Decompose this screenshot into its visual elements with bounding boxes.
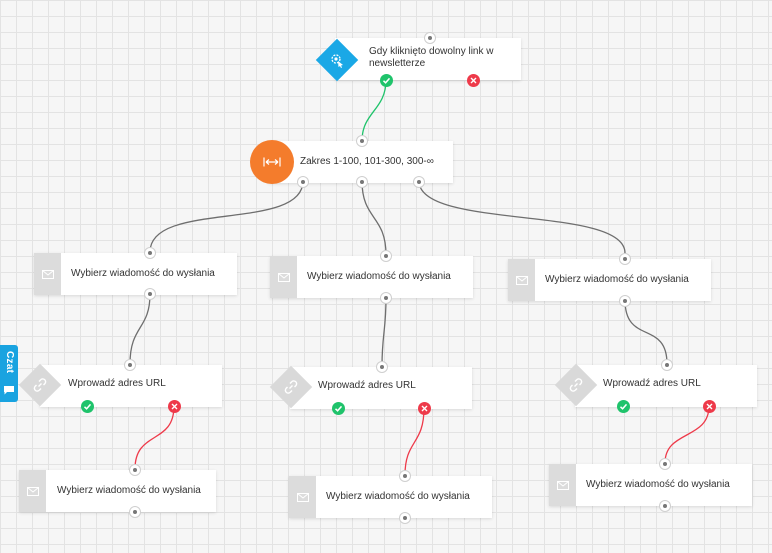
url-2-no-badge[interactable] [418, 402, 431, 415]
send-node-1[interactable]: Wybierz wiadomość do wysłania [34, 253, 237, 295]
range-node[interactable]: Zakres 1-100, 101-300, 300-∞ [268, 141, 453, 183]
send-label: Wybierz wiadomość do wysłania [545, 274, 689, 285]
range-output-port-1[interactable] [298, 177, 308, 187]
envelope-icon [556, 480, 569, 490]
url-1-input-port[interactable] [125, 360, 135, 370]
url-1-no-badge[interactable] [168, 400, 181, 413]
url-1-badge [18, 363, 62, 407]
url-label: Wprowadź adres URL [68, 378, 166, 389]
final-3-output-port[interactable] [660, 501, 670, 511]
final-2-output-port[interactable] [400, 513, 410, 523]
chat-bubble-icon [3, 385, 15, 398]
url-2-badge [269, 365, 313, 409]
send-3-output-port[interactable] [620, 296, 630, 306]
send-node-2[interactable]: Wybierz wiadomość do wysłania [270, 256, 473, 298]
send-1-output-port[interactable] [145, 289, 155, 299]
send-node-3[interactable]: Wybierz wiadomość do wysłania [508, 259, 711, 301]
trigger-label: Gdy kliknięto dowolny link w newsletterz… [369, 46, 494, 69]
send-label: Wybierz wiadomość do wysłania [57, 485, 201, 496]
range-output-port-3[interactable] [414, 177, 424, 187]
chat-label: Czat [4, 351, 15, 374]
link-icon [33, 378, 47, 392]
final-2-input-port[interactable] [400, 471, 410, 481]
send-1-input-port[interactable] [145, 248, 155, 258]
send-2-output-port[interactable] [381, 293, 391, 303]
url-node-1[interactable]: Wprowadź adres URL [40, 365, 222, 407]
x-icon [706, 403, 713, 410]
chat-tab[interactable]: Czat [0, 345, 18, 402]
send-tile [289, 476, 316, 518]
envelope-icon [41, 269, 54, 279]
send-tile [34, 253, 61, 295]
send-label: Wybierz wiadomość do wysłania [586, 479, 730, 490]
link-icon [284, 380, 298, 394]
envelope-icon [515, 275, 528, 285]
final-node-3[interactable]: Wybierz wiadomość do wysłania [549, 464, 752, 506]
url-node-3[interactable]: Wprowadź adres URL [575, 365, 757, 407]
wire-url2-no [404, 407, 425, 476]
trigger-input-port[interactable] [425, 33, 435, 43]
check-icon [83, 403, 92, 410]
url-label: Wprowadź adres URL [603, 378, 701, 389]
wire-range-2 [361, 180, 387, 256]
envelope-icon [296, 492, 309, 502]
final-1-output-port[interactable] [130, 507, 140, 517]
url-2-input-port[interactable] [377, 362, 387, 372]
check-icon [334, 405, 343, 412]
x-icon [470, 77, 477, 84]
envelope-icon [277, 272, 290, 282]
send-label: Wybierz wiadomość do wysłania [326, 491, 470, 502]
send-3-input-port[interactable] [620, 254, 630, 264]
cursor-gear-icon [329, 52, 345, 68]
url-3-input-port[interactable] [662, 360, 672, 370]
envelope-icon [26, 486, 39, 496]
wire-range-3 [418, 180, 626, 254]
final-node-2[interactable]: Wybierz wiadomość do wysłania [289, 476, 492, 518]
wire-send3-url3 [624, 299, 668, 365]
url-3-no-badge[interactable] [703, 400, 716, 413]
url-1-yes-badge[interactable] [81, 400, 94, 413]
link-icon [569, 378, 583, 392]
send-tile [19, 470, 46, 512]
url-2-yes-badge[interactable] [332, 402, 345, 415]
wire-url1-no [134, 405, 175, 470]
final-node-1[interactable]: Wybierz wiadomość do wysłania [19, 470, 216, 512]
send-label: Wybierz wiadomość do wysłania [71, 268, 215, 279]
trigger-badge [315, 38, 359, 82]
check-icon [382, 77, 391, 84]
final-3-input-port[interactable] [660, 459, 670, 469]
trigger-yes-badge[interactable] [380, 74, 393, 87]
url-3-badge [554, 363, 598, 407]
range-badge [250, 140, 294, 184]
x-icon [171, 403, 178, 410]
url-node-2[interactable]: Wprowadź adres URL [290, 367, 472, 409]
x-icon [421, 405, 428, 412]
wire-send2-url2 [381, 297, 387, 367]
send-label: Wybierz wiadomość do wysłania [307, 271, 451, 282]
wire-url3-no [664, 405, 710, 464]
trigger-node[interactable]: Gdy kliknięto dowolny link w newsletterz… [335, 38, 521, 80]
trigger-no-badge[interactable] [467, 74, 480, 87]
range-label: Zakres 1-100, 101-300, 300-∞ [300, 156, 434, 167]
url-3-yes-badge[interactable] [617, 400, 630, 413]
wire-send1-url1 [129, 293, 151, 365]
send-tile [270, 256, 297, 298]
final-1-input-port[interactable] [130, 465, 140, 475]
range-output-port-2[interactable] [357, 177, 367, 187]
url-label: Wprowadź adres URL [318, 380, 416, 391]
wire-trigger-yes [361, 79, 387, 142]
split-arrows-icon [263, 157, 281, 167]
send-tile [549, 464, 576, 506]
send-2-input-port[interactable] [381, 251, 391, 261]
send-tile [508, 259, 535, 301]
wire-range-1 [149, 180, 304, 253]
check-icon [619, 403, 628, 410]
range-input-port[interactable] [357, 136, 367, 146]
